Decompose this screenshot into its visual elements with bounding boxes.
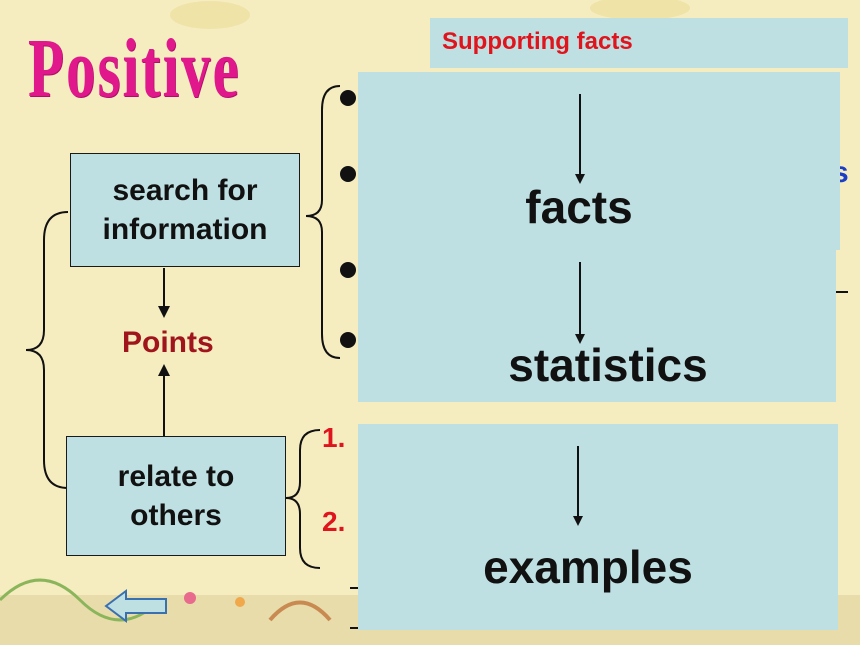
facts-arrow-head [575,174,585,184]
examples-label: examples [483,541,693,593]
facts-panel: facts [358,72,840,250]
cloud-shape [170,1,250,29]
grass-shape [0,578,162,622]
facts-label: facts [525,181,633,233]
back-arrow-icon[interactable] [104,588,170,624]
numbered-brace [285,429,321,569]
statistics-arrow-head [575,334,585,344]
bullet-point [340,262,356,278]
arrow-up-head [158,364,170,376]
bullet-brace [305,85,341,359]
cloud-shape [590,0,690,20]
search-info-box: search for information [70,153,300,267]
statistics-panel: statistics [358,250,836,402]
points-label: Points [122,326,214,359]
supporting-facts-header: Supporting facts [430,18,848,68]
relate-others-box: relate to others [66,436,286,556]
statistics-label: statistics [508,339,708,391]
flower-shape [184,592,196,604]
bullet-point [340,90,356,106]
examples-panel: examples [358,424,838,630]
number-2: 2. [322,506,346,537]
relate-others-label: relate to others [117,460,235,532]
examples-arrow-head [573,516,583,526]
search-info-label: search for information [102,174,268,246]
flower-shape [235,597,245,607]
number-1: 1. [322,422,346,453]
arrow-down-head [158,306,170,318]
bullet-point [340,332,356,348]
bridge-shape [268,600,332,622]
page-title: Positive [28,22,241,115]
back-arrow-shape [104,589,167,623]
left-brace [25,211,69,489]
bullet-point [340,166,356,182]
